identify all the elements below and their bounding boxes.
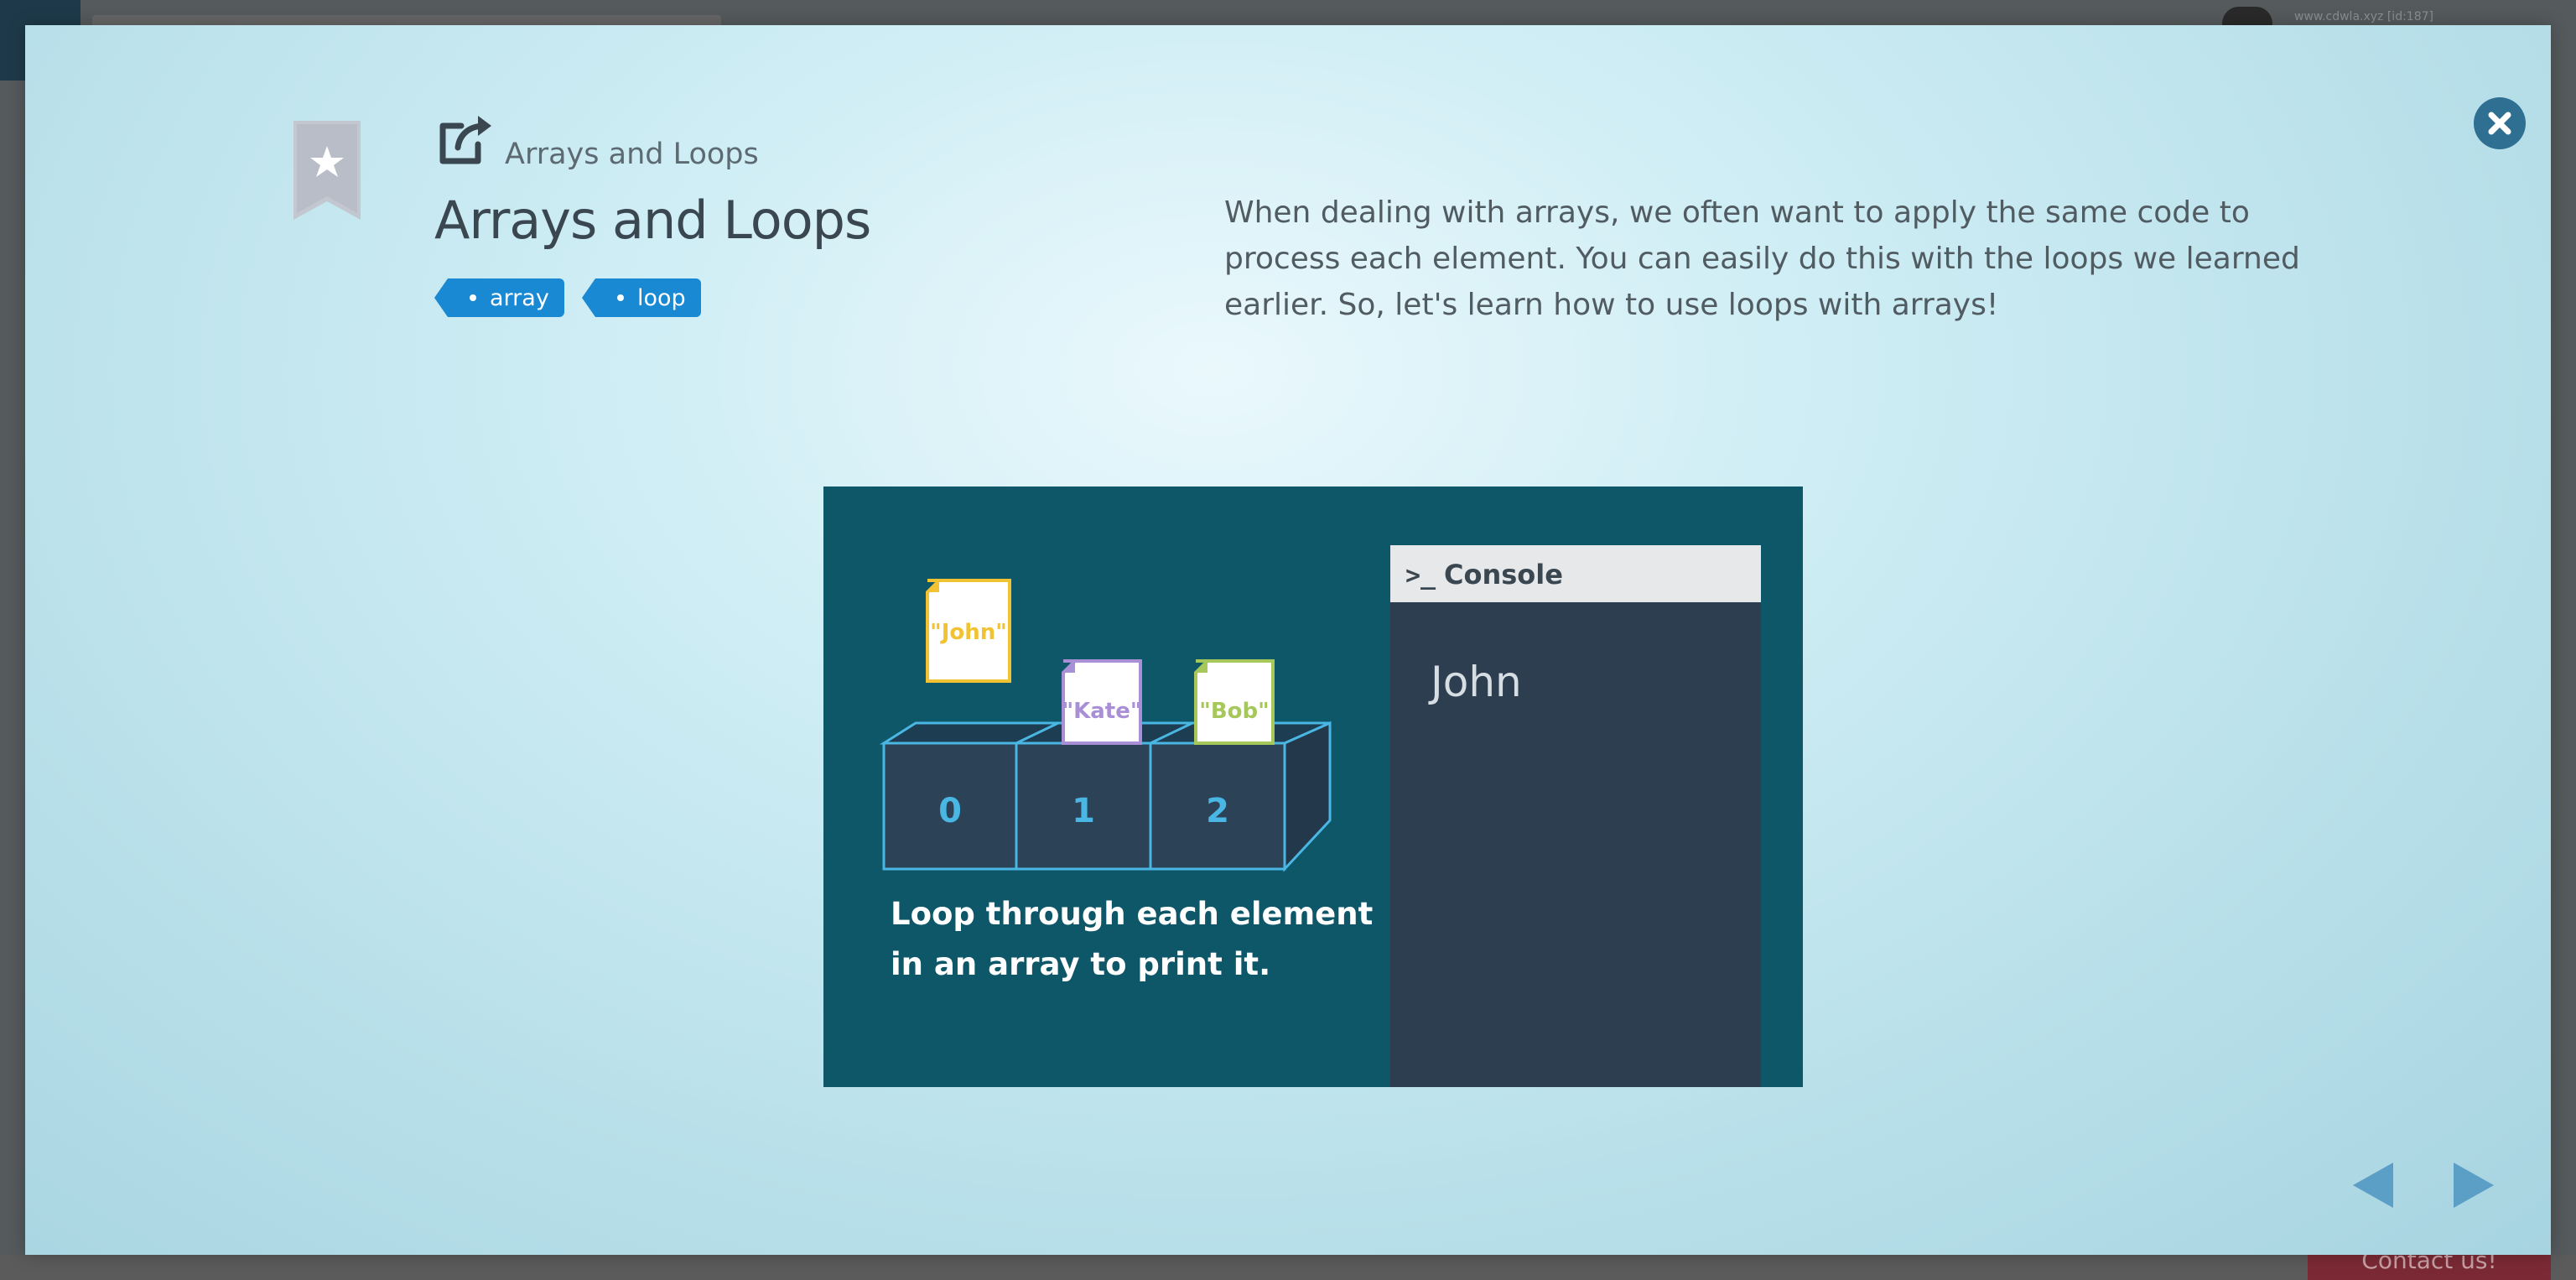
- lesson-subtitle: Arrays and Loops: [505, 138, 759, 171]
- array-index-1: 1: [1072, 792, 1095, 830]
- card-bob: "Bob": [1194, 659, 1275, 745]
- console-output: John: [1428, 658, 1522, 706]
- card-kate-label: "Kate": [1062, 699, 1142, 724]
- lesson-description: When dealing with arrays, we often want …: [1224, 195, 2300, 322]
- bottom-scrollbar: [0, 1255, 2576, 1280]
- tag-array[interactable]: array: [434, 278, 564, 317]
- caption-line-1: Loop through each element: [891, 896, 1373, 932]
- tag-label: array: [490, 284, 549, 311]
- card-john: "John": [926, 579, 1011, 683]
- tag-dot-icon: [617, 294, 624, 301]
- array-index-0: 0: [938, 792, 962, 830]
- console-title: Console: [1444, 559, 1563, 591]
- array-loop-illustration: 0 1 2 "John" "Kate" "Bob" Loop through e…: [823, 487, 1803, 1087]
- page-title: Arrays and Loops: [434, 190, 871, 251]
- array-index-2: 2: [1206, 792, 1229, 830]
- card-bob-label: "Bob": [1199, 699, 1269, 724]
- caption-line-2: in an array to print it.: [891, 946, 1270, 982]
- external-link-icon[interactable]: [436, 114, 495, 166]
- tag-label: loop: [637, 284, 686, 311]
- lesson-modal: Arrays and Loops Arrays and Loops array …: [25, 25, 2551, 1255]
- bookmark-star-icon[interactable]: [290, 121, 364, 220]
- triangle-left-icon[interactable]: [2351, 1161, 2395, 1210]
- close-x-icon: [2488, 112, 2511, 135]
- card-john-label: "John": [930, 620, 1007, 645]
- close-button[interactable]: [2474, 97, 2526, 149]
- triangle-right-icon[interactable]: [2452, 1161, 2496, 1210]
- tag-dot-icon: [470, 294, 476, 301]
- url-snippet: www.cdwla.xyz [id:187]: [2294, 10, 2433, 23]
- card-kate: "Kate": [1062, 659, 1142, 745]
- terminal-prompt-icon: >_: [1405, 561, 1436, 591]
- console-panel: >_ Console John: [1390, 545, 1761, 1087]
- tag-loop[interactable]: loop: [582, 278, 701, 317]
